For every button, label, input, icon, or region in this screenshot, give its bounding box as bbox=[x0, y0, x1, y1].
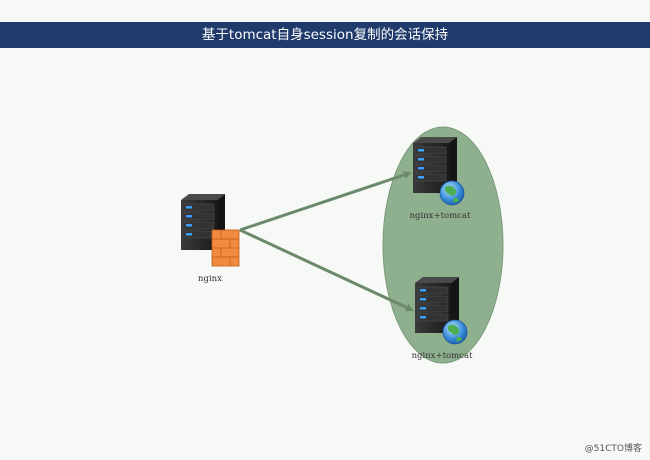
page-title: 基于tomcat自身session复制的会话保持 bbox=[201, 27, 449, 43]
globe-icon bbox=[442, 319, 468, 345]
backend-node-bottom: nginx+tomcat bbox=[412, 276, 473, 361]
globe-icon bbox=[439, 180, 465, 206]
backend-label-bottom: nginx+tomcat bbox=[412, 351, 473, 361]
backend-node-top: nginx+tomcat bbox=[410, 136, 471, 221]
watermark: @51CTO博客 bbox=[584, 444, 642, 454]
nginx-node: nginx bbox=[180, 193, 240, 284]
backend-label-top: nginx+tomcat bbox=[410, 211, 471, 221]
title-bar: 基于tomcat自身session复制的会话保持 bbox=[0, 22, 650, 48]
firewall-icon bbox=[211, 229, 240, 267]
nginx-label: nginx bbox=[198, 274, 222, 284]
connection-line-bottom bbox=[239, 228, 414, 312]
connection-line-top bbox=[239, 171, 412, 232]
